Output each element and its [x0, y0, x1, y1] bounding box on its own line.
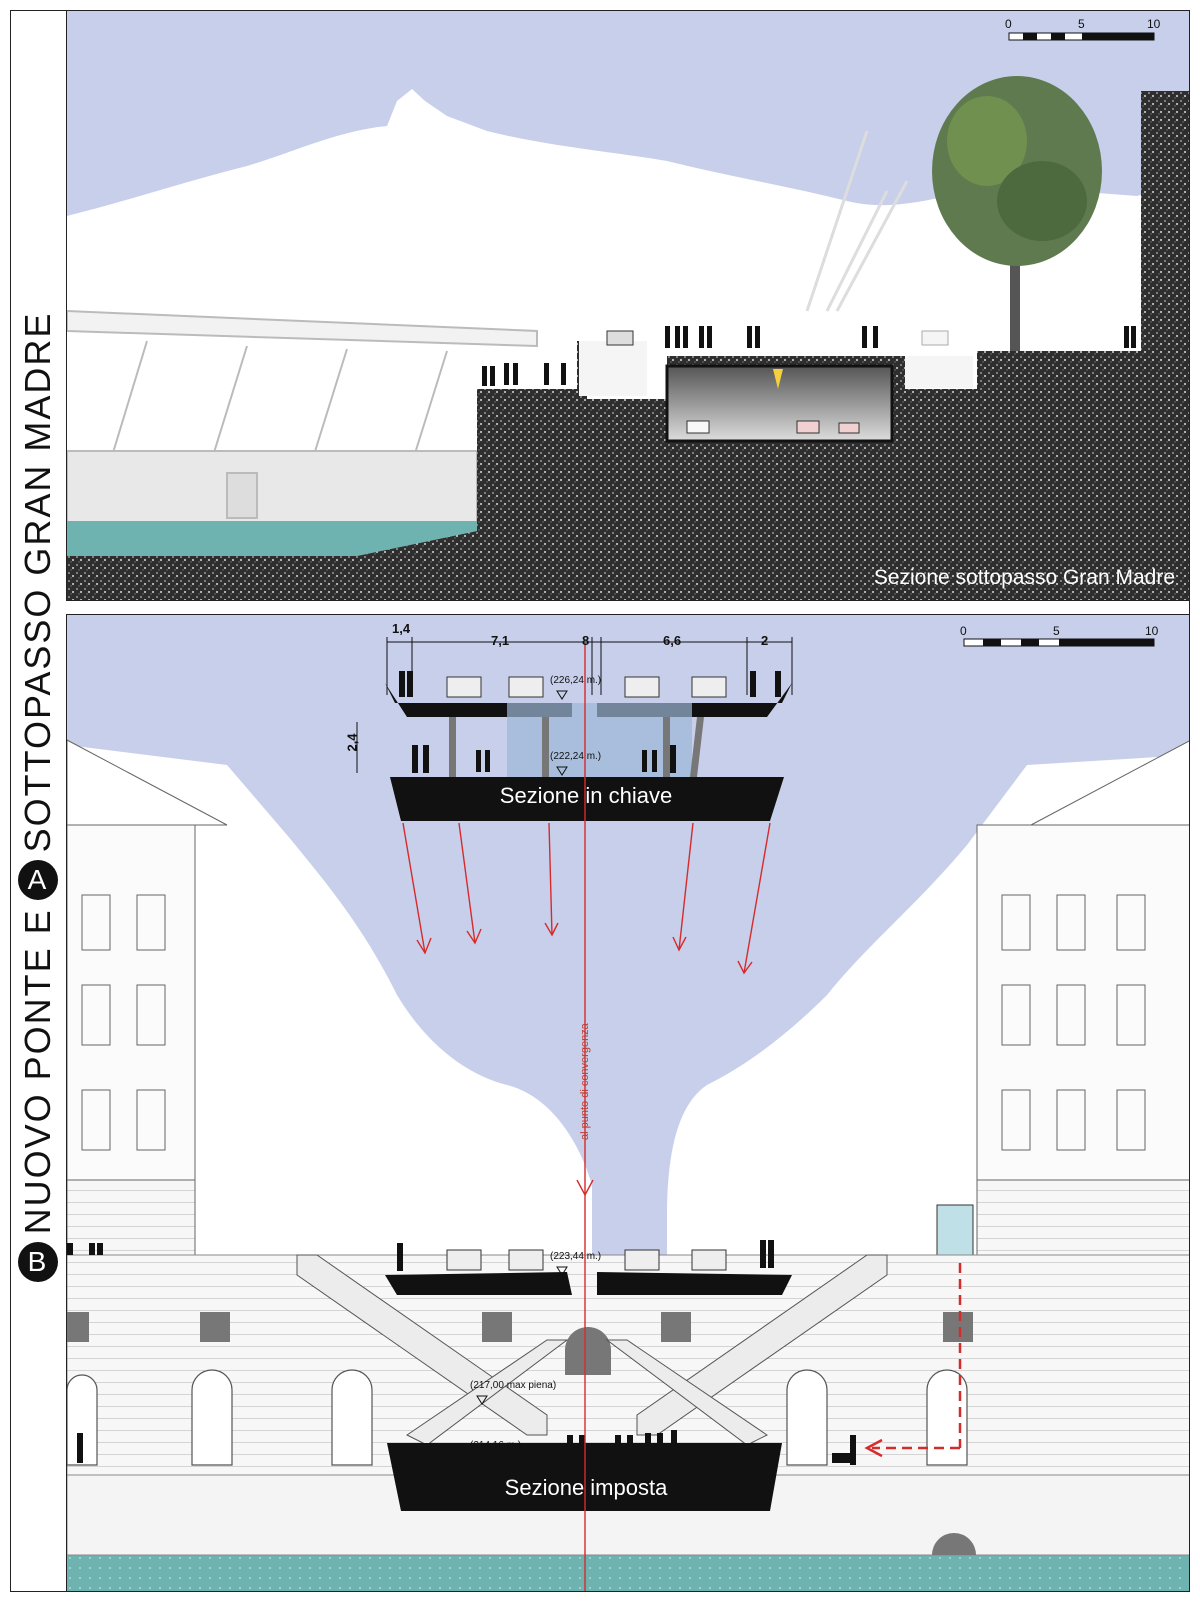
dim-8: 8	[582, 633, 590, 648]
badge-b: B	[18, 1242, 58, 1283]
car	[606, 330, 634, 346]
ground-mass	[67, 341, 1189, 600]
river-water	[67, 1555, 1189, 1591]
tree	[932, 76, 1102, 361]
crane	[805, 130, 909, 312]
scale-tick-10: 10	[1147, 17, 1161, 31]
cars	[446, 676, 727, 1271]
scale-bar-top	[1008, 32, 1155, 41]
top-section-panel: 0 5 10 Sezione sottopasso Gran Madre	[66, 10, 1190, 601]
dim-6-6: 6,6	[663, 633, 682, 648]
road-well-left	[579, 341, 647, 396]
level-markers	[476, 690, 568, 1465]
convergence-arrows	[402, 643, 771, 1591]
right-palazzo	[936, 740, 1189, 1256]
river-water	[67, 521, 477, 556]
scale-bar-bottom	[963, 638, 1155, 647]
top-section-drawing: 0 5 10	[67, 11, 1189, 600]
level-217-max-piena: (217,00 max piena)	[470, 1380, 557, 1391]
people-silhouettes	[482, 326, 1136, 386]
left-palazzo	[67, 739, 228, 1256]
scale-tick-0: 0	[1005, 17, 1012, 31]
people-silhouettes	[67, 671, 856, 1465]
scale-tick-5: 5	[1078, 17, 1085, 31]
upper-bridge-deck	[385, 683, 792, 821]
car	[796, 420, 820, 434]
dim-1-4: 1,4	[392, 621, 411, 636]
side-title-text: B NUOVO PONTE E A SOTTOPASSO GRAN MADRE	[13, 21, 63, 1581]
accessibility-arrow	[864, 1438, 883, 1458]
dim-2: 2	[761, 633, 769, 648]
cloud-left	[67, 745, 592, 1255]
level-214-16: (214,16 m.)	[470, 1440, 522, 1451]
title-part-2: SOTTOPASSO GRAN MADRE	[17, 311, 58, 853]
badge-a: A	[18, 860, 58, 901]
convergence-note: al punto di convergenza	[579, 1023, 591, 1140]
staircases	[296, 1254, 888, 1446]
level-223-44: (223,44 m.)	[550, 1251, 602, 1262]
bridge-section-drawing: 0 5 10	[67, 615, 1189, 1591]
embankment-arches	[67, 1369, 968, 1466]
car	[921, 330, 949, 346]
top-section-caption: Sezione sottopasso Gran Madre	[873, 566, 1175, 589]
accessibility-path	[872, 1263, 962, 1450]
bridge-section-panel: 0 5 10 1,4 7,1 8 6,6 2 2,4 (226,24 m.) (…	[66, 614, 1190, 1592]
scale-tick-10: 10	[1145, 624, 1159, 638]
level-226-24: (226,24 m.)	[550, 675, 602, 686]
dim-2-4: 2,4	[344, 733, 360, 752]
central-arch	[565, 1327, 611, 1375]
right-building	[1141, 91, 1189, 361]
section-imposta-label: Sezione imposta	[504, 1475, 668, 1500]
river-drain-arch	[932, 1533, 976, 1555]
level-222-24: (222,24 m.)	[550, 751, 602, 762]
car	[838, 422, 860, 434]
road-well-right	[905, 356, 973, 388]
section-chiave-label: Sezione in chiave	[499, 783, 673, 808]
title-part-1: NUOVO PONTE E	[17, 908, 58, 1235]
tunnel-light	[773, 369, 783, 389]
church-colonnade	[67, 309, 538, 527]
dim-7-1: 7,1	[491, 633, 510, 648]
car	[686, 420, 710, 434]
side-title: B NUOVO PONTE E A SOTTOPASSO GRAN MADRE	[10, 10, 66, 1592]
scale-tick-5: 5	[1053, 624, 1060, 638]
scale-tick-0: 0	[960, 624, 967, 638]
